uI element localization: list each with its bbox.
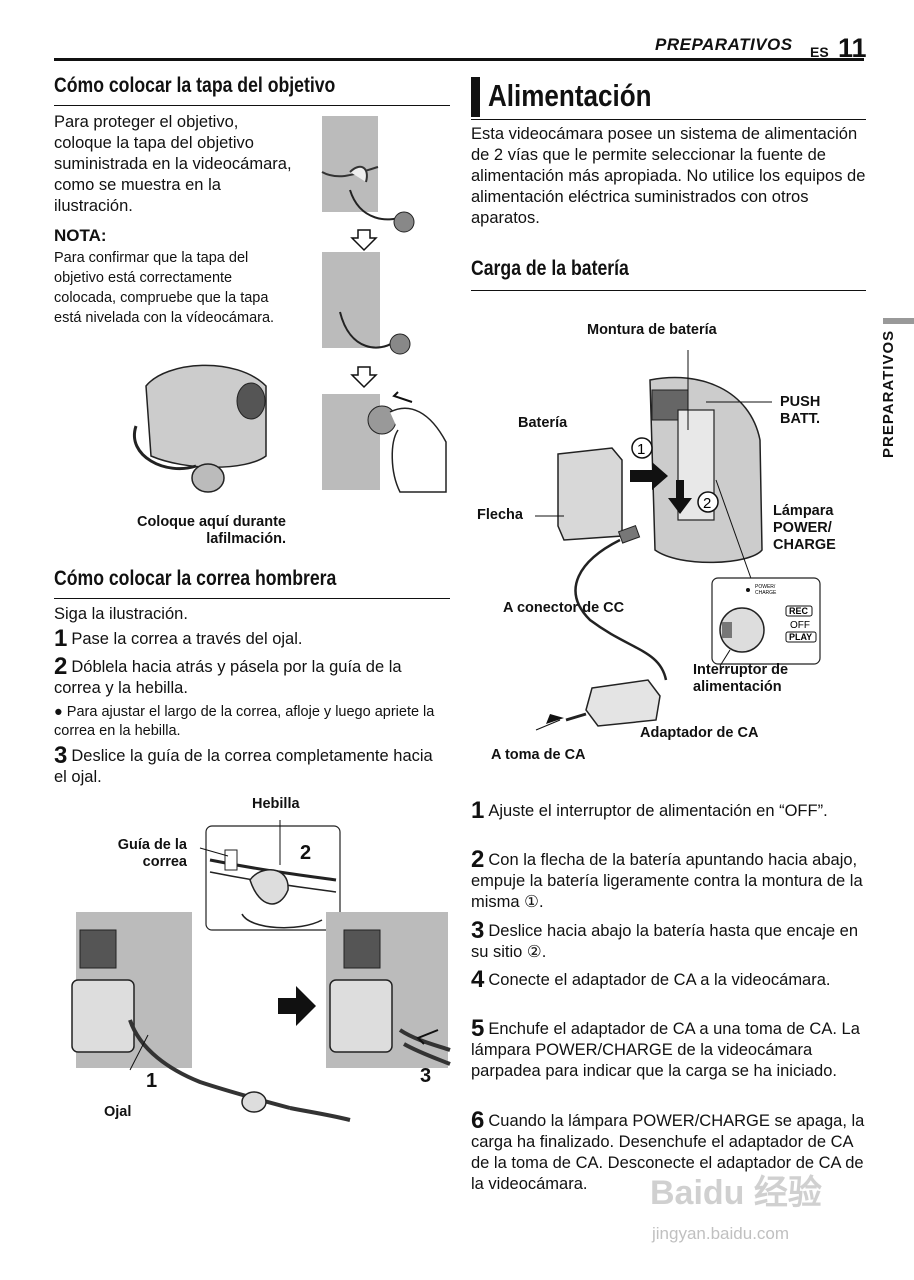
heading-rule (54, 105, 450, 106)
step-text: Pase la correa a través del ojal. (71, 630, 303, 648)
switch-play: PLAY (789, 632, 812, 642)
label-power-switch: Interruptor de alimentación (693, 662, 789, 695)
bullet-text: Para ajustar el largo de la correa, aflo… (54, 704, 435, 739)
step-text: Conecte el adaptador de CA a la videocám… (488, 971, 831, 989)
step-number: 4 (471, 966, 485, 993)
switch-off: OFF (790, 620, 810, 631)
strap-bullet: ● Para ajustar el largo de la correa, af… (54, 704, 435, 739)
power-charge-mark: POWER/ (755, 584, 776, 590)
strap-label-guide: Guía de la correa (117, 837, 187, 870)
section-marker (471, 77, 480, 117)
label-lamp: Lámpara POWER/ CHARGE (773, 503, 836, 553)
lens-cap-illustration (321, 116, 447, 493)
step-text: Ajuste el interruptor de alimentación en… (488, 802, 828, 820)
step-text: Deslice la guía de la correa completamen… (54, 747, 433, 786)
strap-label-buckle: Hebilla (252, 796, 300, 812)
power-heading: Alimentación (488, 78, 652, 113)
strap-step-label-1: 1 (146, 1070, 158, 1092)
side-tab-marker (883, 318, 914, 324)
heading-rule (54, 598, 450, 599)
circle-number-1: 1 (637, 441, 645, 458)
header-rule (54, 58, 864, 61)
note-text: Para confirmar que la tapa del objetivo … (54, 250, 275, 326)
step-number: 6 (471, 1107, 485, 1134)
step-text: Deslice hacia abajo la batería hasta que… (471, 922, 859, 961)
power-intro: Esta videocámara posee un sistema de ali… (471, 125, 866, 227)
step-number: 3 (471, 917, 485, 944)
side-tab-label: PREPARATIVOS (880, 329, 897, 458)
step-text: Enchufe el adaptador de CA a una toma de… (471, 1020, 860, 1080)
label-push-batt: PUSH BATT. (780, 394, 821, 427)
strap-heading: Cómo colocar la correa hombrera (54, 567, 337, 590)
battery-heading: Carga de la batería (471, 257, 629, 280)
watermark-url: jingyan.baidu.com (652, 1224, 790, 1243)
camcorder-lens-cap-illustration (132, 364, 267, 493)
note-title: NOTA: (54, 226, 107, 245)
step-number: 2 (471, 846, 485, 873)
heading-rule (471, 119, 866, 120)
language-code: ES (810, 44, 829, 60)
strap-label-eyelet: Ojal (104, 1104, 132, 1120)
lens-cap-intro: Para proteger el objetivo, coloque la ta… (54, 113, 292, 215)
power-charge-mark: CHARGE (755, 590, 777, 596)
label-dc-connector: A conector de CC (503, 600, 625, 616)
circle-number-2: 2 (703, 495, 711, 512)
step-number: 1 (471, 797, 485, 824)
switch-rec: REC (789, 606, 809, 616)
label-arrow: Flecha (477, 507, 523, 523)
heading-rule (471, 290, 866, 291)
battery-charging-illustration: 1 2 POWER/ CHARGE REC OFF PLAY (535, 350, 821, 731)
label-battery-mount: Montura de batería (587, 322, 717, 338)
step-number: 3 (54, 742, 68, 769)
lens-cap-heading: Cómo colocar la tapa del objetivo (54, 74, 336, 97)
section-header: PREPARATIVOS (655, 35, 793, 54)
label-battery: Batería (518, 415, 568, 431)
step-number: 5 (471, 1015, 485, 1042)
watermark-logo: Baidu 经验 (650, 1174, 822, 1212)
lens-cap-caption: Coloque aquí durante lafilmación. (136, 514, 286, 547)
label-ac-outlet: A toma de CA (491, 747, 586, 763)
label-ac-adapter: Adaptador de CA (640, 725, 759, 741)
strap-step-label-3: 3 (420, 1065, 432, 1087)
step-number: 2 (54, 653, 68, 680)
side-tab: PREPARATIVOS (880, 330, 906, 460)
strap-illustration (71, 820, 451, 1122)
step-text: Dóblela hacia atrás y pásela por la guía… (54, 658, 402, 697)
strap-intro: Siga la ilustración. (54, 605, 188, 623)
strap-step-label-2: 2 (300, 842, 312, 864)
step-text: Con la flecha de la batería apuntando ha… (471, 851, 863, 911)
step-text: Cuando la lámpara POWER/CHARGE se apaga,… (471, 1112, 865, 1193)
step-number: 1 (54, 625, 68, 652)
